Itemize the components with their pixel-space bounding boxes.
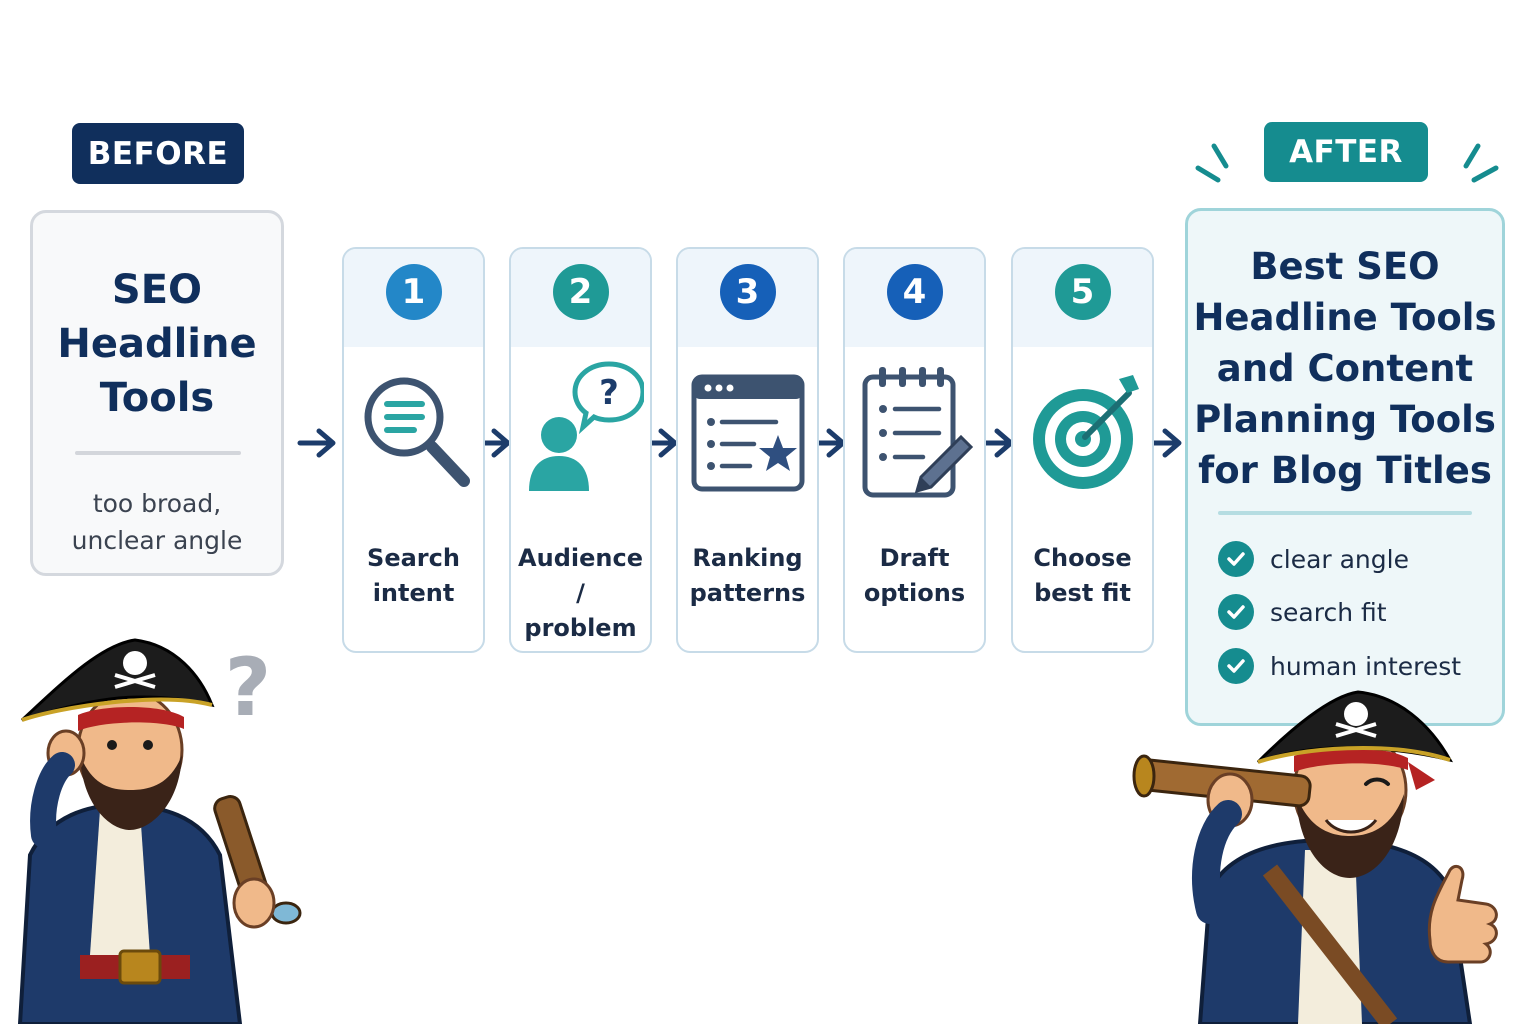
step-number-badge: 1 [385, 264, 442, 320]
check-icon [1218, 541, 1254, 577]
before-tag: BEFORE [72, 123, 244, 184]
target-icon [1033, 375, 1139, 489]
step-number-badge: 2 [552, 264, 609, 320]
before-divider [75, 451, 241, 455]
check-icon [1218, 594, 1254, 630]
after-tag: AFTER [1264, 122, 1428, 182]
check-item: human interest [1218, 646, 1461, 686]
after-divider [1218, 511, 1472, 515]
step-number-badge: 3 [719, 264, 776, 320]
step-card-4: 4 Draft options [843, 247, 986, 653]
confused-pirate-icon: ? [17, 638, 302, 1024]
before-note: too broad, unclear angle [71, 489, 243, 555]
step-label: Choose best fit [1033, 544, 1132, 607]
step-label: Ranking patterns [689, 544, 806, 607]
step-number-badge: 5 [1054, 264, 1111, 320]
burst-lines-icon [1195, 143, 1229, 183]
before-title: SEO Headline Tools [57, 267, 257, 421]
check-item: search fit [1218, 592, 1387, 632]
audience-question-icon: ? [529, 361, 644, 491]
step-card-3: 3 Ranking patterns [676, 247, 819, 653]
step-label: Draft options [863, 544, 966, 607]
step-label: Audience / problem [518, 544, 643, 642]
check-icon [1218, 648, 1254, 684]
burst-lines-icon [1463, 143, 1499, 183]
notepad-pencil-icon [862, 367, 974, 498]
flow-arrow-icon [297, 428, 336, 458]
magnifier-icon [364, 377, 470, 487]
step-number-badge: 4 [886, 264, 943, 320]
check-item: clear angle [1218, 539, 1409, 579]
step-card-2: 2 ? Audience / problem [509, 247, 652, 653]
ranking-list-icon [691, 374, 805, 492]
step-card-5: 5 Choose best fit [1011, 247, 1154, 653]
svg-text:?: ? [225, 641, 271, 734]
step-label: Search intent [367, 544, 460, 607]
happy-pirate-icon [1132, 690, 1498, 1024]
step-card-1: 1 Search intent [342, 247, 485, 653]
svg-text:?: ? [599, 373, 619, 413]
after-card: Best SEO Headline Tools and Content Plan… [1185, 208, 1505, 726]
after-title: Best SEO Headline Tools and Content Plan… [1193, 245, 1497, 492]
before-card: SEO Headline Tools too broad, unclear an… [30, 210, 284, 576]
